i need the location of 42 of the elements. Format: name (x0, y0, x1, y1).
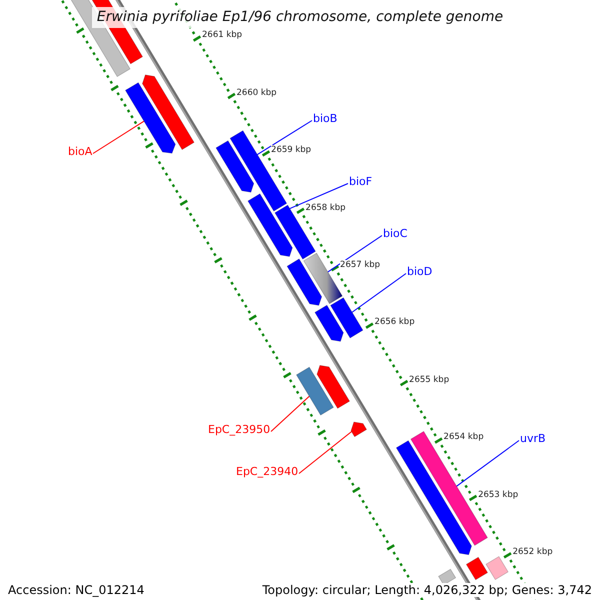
scale-label: 2660 kbp (236, 88, 277, 98)
gene-bar (314, 304, 344, 342)
leader-line (327, 235, 382, 272)
gene-bar (316, 365, 350, 409)
leader-line (270, 396, 310, 432)
gene-bar (142, 74, 195, 150)
gene-bar (216, 140, 254, 193)
gene-bar (286, 258, 322, 306)
gene-bar (124, 82, 176, 154)
gene-bar (396, 440, 472, 556)
leader-line (289, 183, 348, 210)
gene-label: bioC (383, 227, 408, 240)
gene-bar (296, 366, 334, 416)
gene-label: bioA (68, 145, 92, 158)
gene-label: bioF (349, 175, 372, 188)
gene-label: EpC_23940 (236, 465, 298, 478)
gene-bar (247, 193, 293, 257)
leader-line (256, 120, 312, 156)
scale-label: 2658 kbp (306, 202, 346, 213)
scale-label: 2654 kbp (444, 432, 484, 442)
leader-line (352, 273, 406, 313)
gene-bar (350, 422, 368, 438)
scale-label: 2653 kbp (478, 490, 518, 500)
gene-label: bioB (313, 112, 338, 126)
gene-label: EpC_23950 (208, 423, 270, 436)
leader-line (456, 440, 520, 487)
gene-bar (330, 297, 364, 338)
gene-bar (466, 556, 488, 580)
scale-label: 2657 kbp (340, 260, 380, 270)
gene-bar (486, 556, 509, 580)
scale-label: 2659 kbp (271, 145, 312, 156)
genome-info-text: Topology: circular; Length: 4,026,322 bp; Genes: 3,742 (262, 583, 592, 598)
scale-label: 2656 kbp (374, 317, 415, 328)
scale-label: 2655 kbp (409, 374, 450, 385)
gene-label: bioD (407, 265, 432, 278)
scale-label: 2661 kbp (202, 30, 242, 40)
leader-line (298, 431, 352, 474)
leader-line (92, 120, 144, 154)
accession-text: Accession: NC_012214 (8, 583, 144, 598)
scale-label: 2652 kbp (512, 547, 553, 558)
gene-bar (438, 568, 456, 586)
gene-label: uvrB (520, 432, 546, 446)
